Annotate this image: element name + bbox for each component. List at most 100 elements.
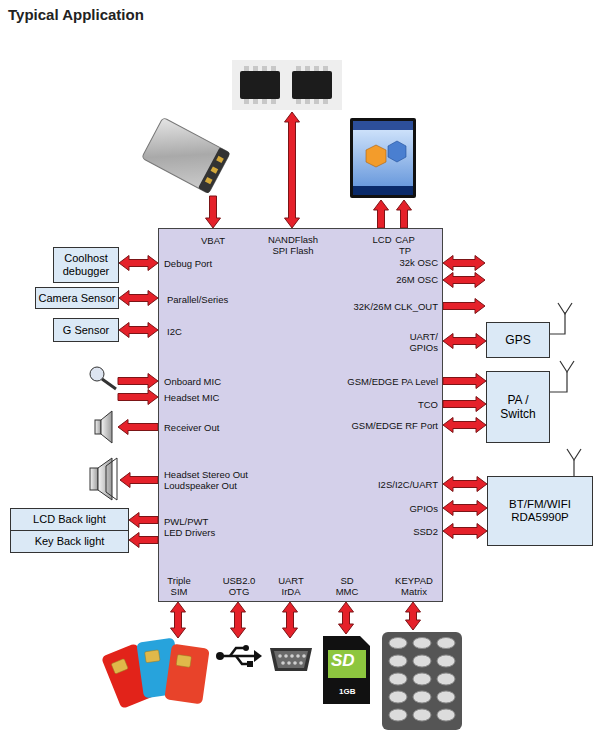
- sim-contact: [111, 659, 128, 674]
- key: [389, 709, 407, 721]
- signal-arrow: [206, 196, 221, 228]
- loudspeaker-cone: [98, 458, 112, 500]
- signal-arrow: [285, 112, 300, 228]
- db9-pin: [287, 661, 291, 665]
- lcd-softkey-bar: [353, 186, 413, 195]
- loudspeaker-body: [90, 468, 98, 490]
- signal-arrow: [443, 273, 485, 288]
- pin-label: GSM/EDGE PA Level: [347, 376, 438, 387]
- connector-arrow: [443, 374, 486, 389]
- usb-branch: [230, 648, 244, 656]
- pin-label: NANDFlash SPI Flash: [265, 234, 321, 256]
- lcd-status-bar: [353, 121, 413, 130]
- signal-arrow: [443, 299, 485, 314]
- signal-arrow: [406, 602, 421, 630]
- pin-label: 32K/26M CLK_OUT: [354, 301, 438, 312]
- pin-label: PWL/PWT LED Drivers: [164, 516, 220, 538]
- signal-arrow: [397, 200, 412, 228]
- illustration-text: SD: [331, 652, 355, 669]
- db9-pin: [281, 661, 285, 665]
- pin-label: LCD: [372, 234, 392, 245]
- pin-label: Debug Port: [164, 258, 212, 269]
- peripheral-box: Coolhost debugger: [53, 247, 119, 283]
- lcd-screen: [353, 121, 413, 195]
- db9-pins: [278, 654, 306, 665]
- signal-arrow: [231, 602, 246, 638]
- box-text-group: PA / Switch: [498, 393, 538, 421]
- signal-arrow: [118, 420, 158, 435]
- antenna-feed: [573, 460, 574, 476]
- box-text-group: GPS: [505, 333, 530, 347]
- key: [413, 709, 431, 721]
- connector-arrow: [129, 513, 158, 528]
- usb-stem: [222, 655, 255, 658]
- peripheral-box: GPS: [486, 322, 550, 358]
- peripheral-box: LCD Back light: [10, 508, 129, 531]
- battery-contact: [216, 156, 224, 163]
- connector-arrow: [443, 397, 486, 412]
- usb-dot: [243, 645, 249, 651]
- db9-pin: [296, 654, 300, 658]
- usb-square: [247, 661, 253, 667]
- peripheral-box: Key Back light: [10, 530, 129, 553]
- db9-pin: [299, 661, 303, 665]
- speaker-body: [95, 420, 101, 434]
- antenna-feed: [550, 372, 567, 392]
- connector-arrow: [119, 256, 158, 271]
- key: [389, 638, 407, 649]
- pin-label: 26M OSC: [396, 274, 438, 285]
- peripheral-box: PA / Switch: [486, 371, 550, 443]
- pin-label: KEYPAD Matrix: [392, 575, 436, 597]
- speaker-cone: [101, 411, 112, 443]
- mic-head: [90, 367, 104, 381]
- pin-label: Receiver Out: [164, 422, 219, 433]
- key: [437, 655, 455, 667]
- pin-label: UART IrDA: [273, 575, 309, 597]
- key: [437, 691, 455, 703]
- pin-label: Headset MIC: [164, 392, 219, 403]
- pin-label: SSD2: [413, 526, 438, 537]
- signal-arrow: [339, 602, 354, 634]
- pin-label: TCO: [418, 399, 438, 410]
- mic-handle: [102, 379, 116, 389]
- pin-label: I2S/I2C/UART: [378, 479, 438, 490]
- box-label: PA / Switch: [498, 393, 538, 421]
- illustration-text: 1GB: [339, 688, 355, 696]
- signal-arrow: [118, 390, 158, 405]
- box-text-group: Key Back light: [35, 535, 105, 548]
- antenna-symbol: [560, 361, 574, 372]
- sd-label: [328, 650, 366, 678]
- flash-chip: [292, 71, 332, 99]
- connector-arrow: [129, 533, 158, 548]
- connector-arrow: [119, 291, 158, 306]
- pin-label: Onboard MIC: [164, 376, 221, 387]
- pin-label: Headset Stereo Out Loudspeaker Out: [164, 469, 259, 491]
- signal-arrow: [374, 200, 389, 228]
- box-text-group: BT/FM/WIFI RDA5990P: [488, 498, 592, 525]
- pin-label: USB2.0 OTG: [219, 575, 259, 597]
- pin-label: CAP TP: [393, 234, 417, 256]
- antenna-feed: [550, 312, 565, 334]
- key: [437, 673, 455, 685]
- usb-dot: [216, 652, 224, 660]
- key: [389, 691, 407, 703]
- connector-arrow: [443, 418, 486, 433]
- lcd-frame: [350, 118, 416, 198]
- antenna-symbol: [558, 303, 572, 314]
- peripheral-box: Camera Sensor: [35, 287, 119, 309]
- key: [437, 709, 455, 721]
- antenna-symbol: [567, 449, 581, 460]
- box-label: G Sensor: [63, 324, 109, 337]
- key: [413, 673, 431, 685]
- connector-arrow: [443, 334, 486, 349]
- battery-contact: [205, 177, 213, 184]
- sd-card: [323, 636, 370, 704]
- pin-label: 32k OSC: [399, 257, 438, 268]
- box-text-group: Coolhost debugger: [54, 252, 118, 278]
- signal-arrow: [443, 256, 485, 271]
- sim-card: [164, 644, 209, 705]
- key: [413, 655, 431, 667]
